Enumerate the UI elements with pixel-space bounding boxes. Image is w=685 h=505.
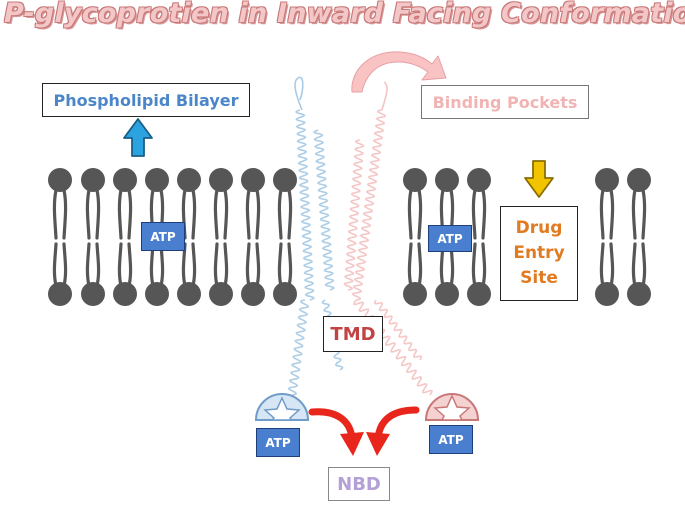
binding-pockets-label: Binding Pockets xyxy=(421,85,589,119)
nbd-blue-icon xyxy=(254,393,310,421)
lipid-molecule xyxy=(595,168,619,306)
pink-helix xyxy=(343,139,365,291)
blue-helix xyxy=(313,129,335,291)
lipid-molecule xyxy=(177,168,201,306)
tmd-label: TMD xyxy=(323,316,383,352)
drug-entry-line-1: Drug xyxy=(515,218,563,238)
drug-entry-line-2: Entry xyxy=(513,243,565,263)
pink-helix-loop xyxy=(381,81,388,111)
red-curved-arrow-icon xyxy=(308,406,420,456)
lipid-molecule xyxy=(403,168,427,306)
transmembrane-helices xyxy=(287,76,433,396)
lipid-molecule xyxy=(467,168,491,306)
down-arrow-icon xyxy=(524,160,554,198)
lipid-molecule xyxy=(113,168,137,306)
up-arrow-icon xyxy=(123,118,153,157)
atp-tag: ATP xyxy=(428,225,472,252)
curved-arrow-icon xyxy=(351,51,447,93)
blue-helix xyxy=(295,109,315,301)
lipid-molecule xyxy=(209,168,233,306)
blue-helix-loop xyxy=(294,76,304,111)
drug-entry-line-3: Site xyxy=(520,268,558,288)
lipid-molecule xyxy=(241,168,265,306)
lipid-molecule xyxy=(48,168,72,306)
pink-helix xyxy=(351,109,387,301)
phospholipid-bilayer-label: Phospholipid Bilayer xyxy=(42,83,250,117)
atp-tag: ATP xyxy=(141,222,185,251)
pink-helix xyxy=(373,299,423,361)
lipid-molecule xyxy=(435,168,459,306)
nbd-pink-icon xyxy=(424,393,480,421)
lipid-molecule xyxy=(81,168,105,306)
nbd-label: NBD xyxy=(328,467,390,501)
lipid-bilayer xyxy=(48,168,651,306)
diagram-title: P-glycoprotien in Inward Facing Conforma… xyxy=(4,0,685,29)
lipid-molecule xyxy=(273,168,297,306)
drug-entry-site-label: Drug Entry Site xyxy=(500,206,578,301)
lipid-molecule xyxy=(627,168,651,306)
atp-tag: ATP xyxy=(256,428,300,457)
atp-tag: ATP xyxy=(429,425,473,454)
blue-helix xyxy=(287,299,310,396)
